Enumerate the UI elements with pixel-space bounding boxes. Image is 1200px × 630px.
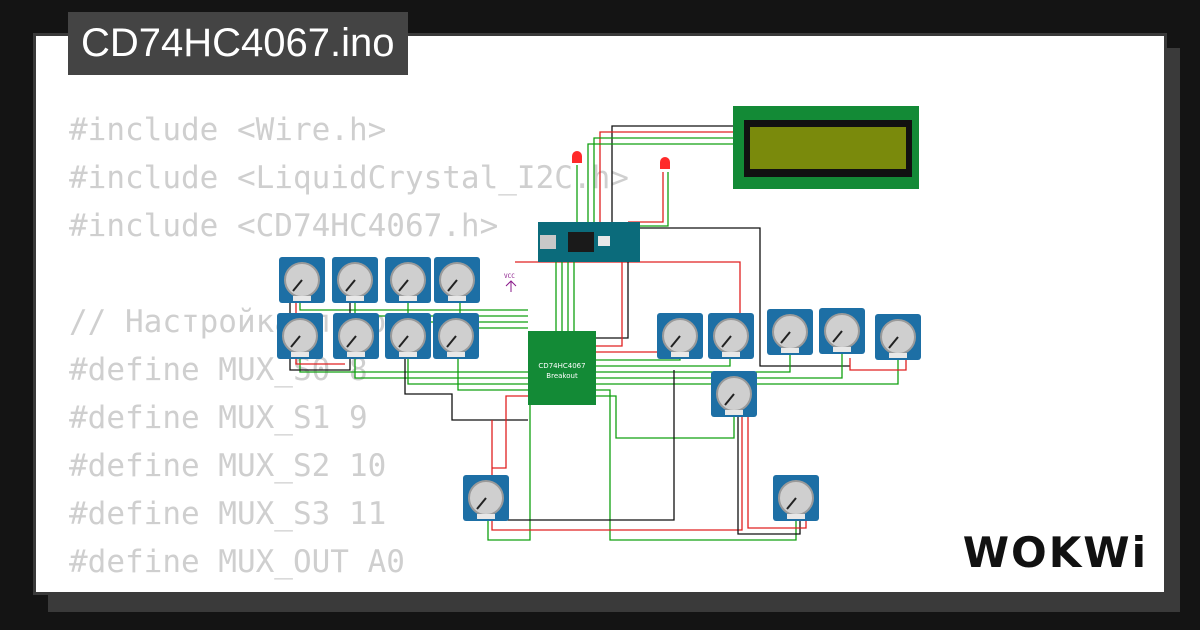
nano-chip — [568, 232, 594, 252]
wire — [596, 262, 629, 339]
code-line: #define MUX_S1 9 — [69, 400, 368, 436]
wire — [747, 416, 807, 529]
mux-board — [528, 331, 596, 405]
file-title: CD74HC4067.ino — [68, 12, 408, 75]
lcd-screen — [750, 127, 906, 169]
wokwi-logo: WOKWi — [962, 528, 1148, 577]
wire — [596, 389, 797, 541]
wire — [628, 172, 664, 223]
potentiometers — [277, 257, 921, 521]
wire — [599, 131, 740, 222]
code-line: #include <LiquidCrystal_I2C.h> — [69, 160, 629, 196]
led-icon — [660, 162, 670, 169]
wire — [299, 358, 528, 373]
vcc-label: VCC — [504, 273, 515, 280]
potentiometer-icon[interactable] — [773, 475, 819, 521]
potentiometer-icon[interactable] — [711, 371, 757, 417]
potentiometer-icon[interactable] — [385, 313, 431, 359]
code-line: #define MUX_OUT A0 — [69, 544, 405, 580]
nano-button — [598, 236, 610, 246]
wire — [593, 137, 740, 222]
wire — [596, 352, 791, 373]
wire — [491, 416, 743, 531]
wire — [457, 358, 528, 391]
wire — [492, 395, 528, 469]
wire — [759, 308, 850, 367]
potentiometer-icon[interactable] — [434, 257, 480, 303]
potentiometer-icon[interactable] — [819, 308, 865, 354]
wire — [636, 172, 669, 227]
led-red-right — [660, 157, 670, 169]
wire — [404, 358, 528, 421]
vcc-symbol: VCC — [504, 273, 517, 292]
led-icon — [572, 156, 582, 163]
potentiometer-icon[interactable] — [708, 313, 754, 359]
wire — [636, 227, 761, 308]
code-line: #include <Wire.h> — [69, 112, 387, 148]
potentiometer-icon[interactable] — [332, 257, 378, 303]
wire — [611, 125, 740, 222]
wire — [596, 358, 899, 385]
potentiometer-icon[interactable] — [385, 257, 431, 303]
potentiometer-icon[interactable] — [277, 313, 323, 359]
led-red-left — [572, 151, 582, 163]
usb-port — [540, 235, 556, 249]
code-listing: #include <Wire.h> #include <LiquidCrystal… — [69, 106, 629, 592]
wire — [407, 358, 528, 385]
potentiometer-icon[interactable] — [657, 313, 703, 359]
wire — [596, 352, 843, 379]
wire — [500, 370, 675, 521]
mux-breakout[interactable]: CD74HC4067 Breakout — [528, 331, 596, 405]
potentiometer-icon[interactable] — [433, 313, 479, 359]
potentiometer-icon[interactable] — [875, 314, 921, 360]
arduino-nano[interactable] — [538, 222, 640, 262]
lcd-display[interactable] — [733, 106, 919, 189]
wire — [596, 262, 623, 347]
code-line: #include <CD74HC4067.h> — [69, 208, 499, 244]
mux-sublabel: Breakout — [546, 372, 578, 380]
mux-label: CD74HC4067 — [538, 362, 585, 370]
wire — [299, 302, 528, 311]
wire — [354, 358, 528, 379]
preview-card: #include <Wire.h> #include <LiquidCrystal… — [33, 33, 1167, 595]
wire — [596, 395, 735, 439]
wire — [737, 416, 801, 535]
code-line: #define MUX_S3 11 — [69, 496, 387, 532]
wire — [849, 358, 907, 371]
potentiometer-icon[interactable] — [333, 313, 379, 359]
wire — [587, 143, 740, 222]
potentiometer-icon[interactable] — [767, 309, 813, 355]
potentiometer-icon[interactable] — [279, 257, 325, 303]
potentiometer-icon[interactable] — [463, 475, 509, 521]
code-line: #define MUX_S2 10 — [69, 448, 387, 484]
